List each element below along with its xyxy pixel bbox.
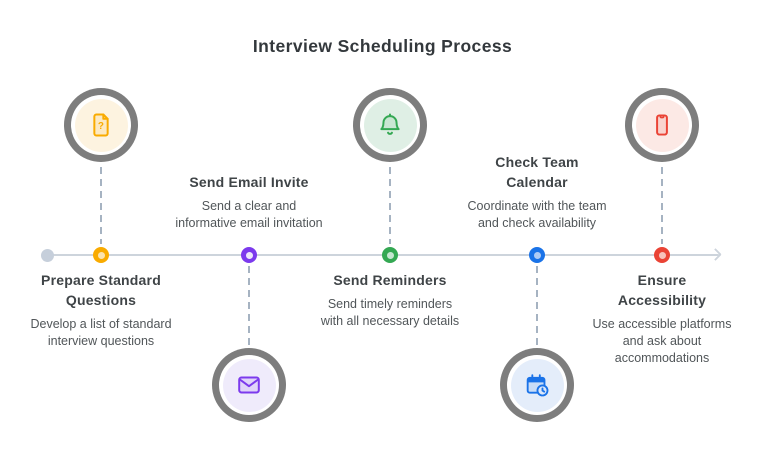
badge-fill <box>510 358 564 412</box>
envelope-icon <box>238 376 260 394</box>
step-title: Send Reminders <box>333 272 447 288</box>
step-description: Coordinate with the team and check avail… <box>467 199 607 230</box>
dashed-connector-line <box>389 167 391 244</box>
timeline-dot <box>529 247 545 263</box>
step-icon-badge <box>625 88 699 162</box>
dashed-connector-line <box>661 167 663 244</box>
step-check-team-calendar: Check Team Calendar Coordinate with the … <box>427 0 647 450</box>
step-title: Ensure Accessibility <box>617 272 707 308</box>
badge-inner-ring <box>219 355 279 415</box>
step-icon-badge <box>353 88 427 162</box>
calendar-clock-icon <box>526 374 549 397</box>
step-text: Check Team Calendar Coordinate with the … <box>427 152 647 232</box>
badge-inner-ring <box>632 95 692 155</box>
bell-icon <box>380 113 400 135</box>
step-send-reminders: Send Reminders Send timely reminders wit… <box>280 0 500 450</box>
step-description: Develop a list of standard interview que… <box>30 317 172 348</box>
timeline-dot <box>654 247 670 263</box>
svg-text:?: ? <box>98 121 104 132</box>
step-icon-badge <box>500 348 574 422</box>
timeline-dot <box>382 247 398 263</box>
timeline-dot <box>241 247 257 263</box>
badge-fill <box>222 358 276 412</box>
badge-fill <box>635 98 689 152</box>
step-text: Prepare Standard Questions Develop a lis… <box>0 270 211 350</box>
step-prepare-standard-questions: ? Prepare Standard Questions Develop a l… <box>0 0 211 450</box>
step-title: Check Team Calendar <box>495 154 579 190</box>
badge-fill <box>363 98 417 152</box>
step-description: Use accessible platforms and ask about a… <box>592 317 732 365</box>
step-text: Send Email Invite Send a clear and infor… <box>139 172 359 232</box>
timeline-start-dot <box>41 248 54 262</box>
step-text: Send Reminders Send timely reminders wit… <box>280 270 500 330</box>
step-icon-badge <box>212 348 286 422</box>
step-title: Prepare Standard Questions <box>41 272 161 308</box>
step-send-email-invite: Send Email Invite Send a clear and infor… <box>139 0 359 450</box>
step-title: Send Email Invite <box>189 174 309 190</box>
step-icon-badge: ? <box>64 88 138 162</box>
badge-inner-ring <box>360 95 420 155</box>
step-text: Ensure Accessibility Use accessible plat… <box>552 270 765 367</box>
smartphone-icon <box>656 114 668 136</box>
step-description: Send a clear and informative email invit… <box>175 199 323 230</box>
dashed-connector-line <box>100 167 102 244</box>
dashed-connector-line <box>536 266 538 345</box>
timeline-dot <box>93 247 109 263</box>
document-question-icon: ? <box>93 113 109 137</box>
step-ensure-accessibility: Ensure Accessibility Use accessible plat… <box>552 0 765 450</box>
badge-inner-ring: ? <box>71 95 131 155</box>
diagram-title: Interview Scheduling Process <box>252 36 513 56</box>
step-description: Send timely reminders with all necessary… <box>320 297 460 328</box>
badge-fill: ? <box>74 98 128 152</box>
dashed-connector-line <box>248 266 250 345</box>
badge-inner-ring <box>507 355 567 415</box>
